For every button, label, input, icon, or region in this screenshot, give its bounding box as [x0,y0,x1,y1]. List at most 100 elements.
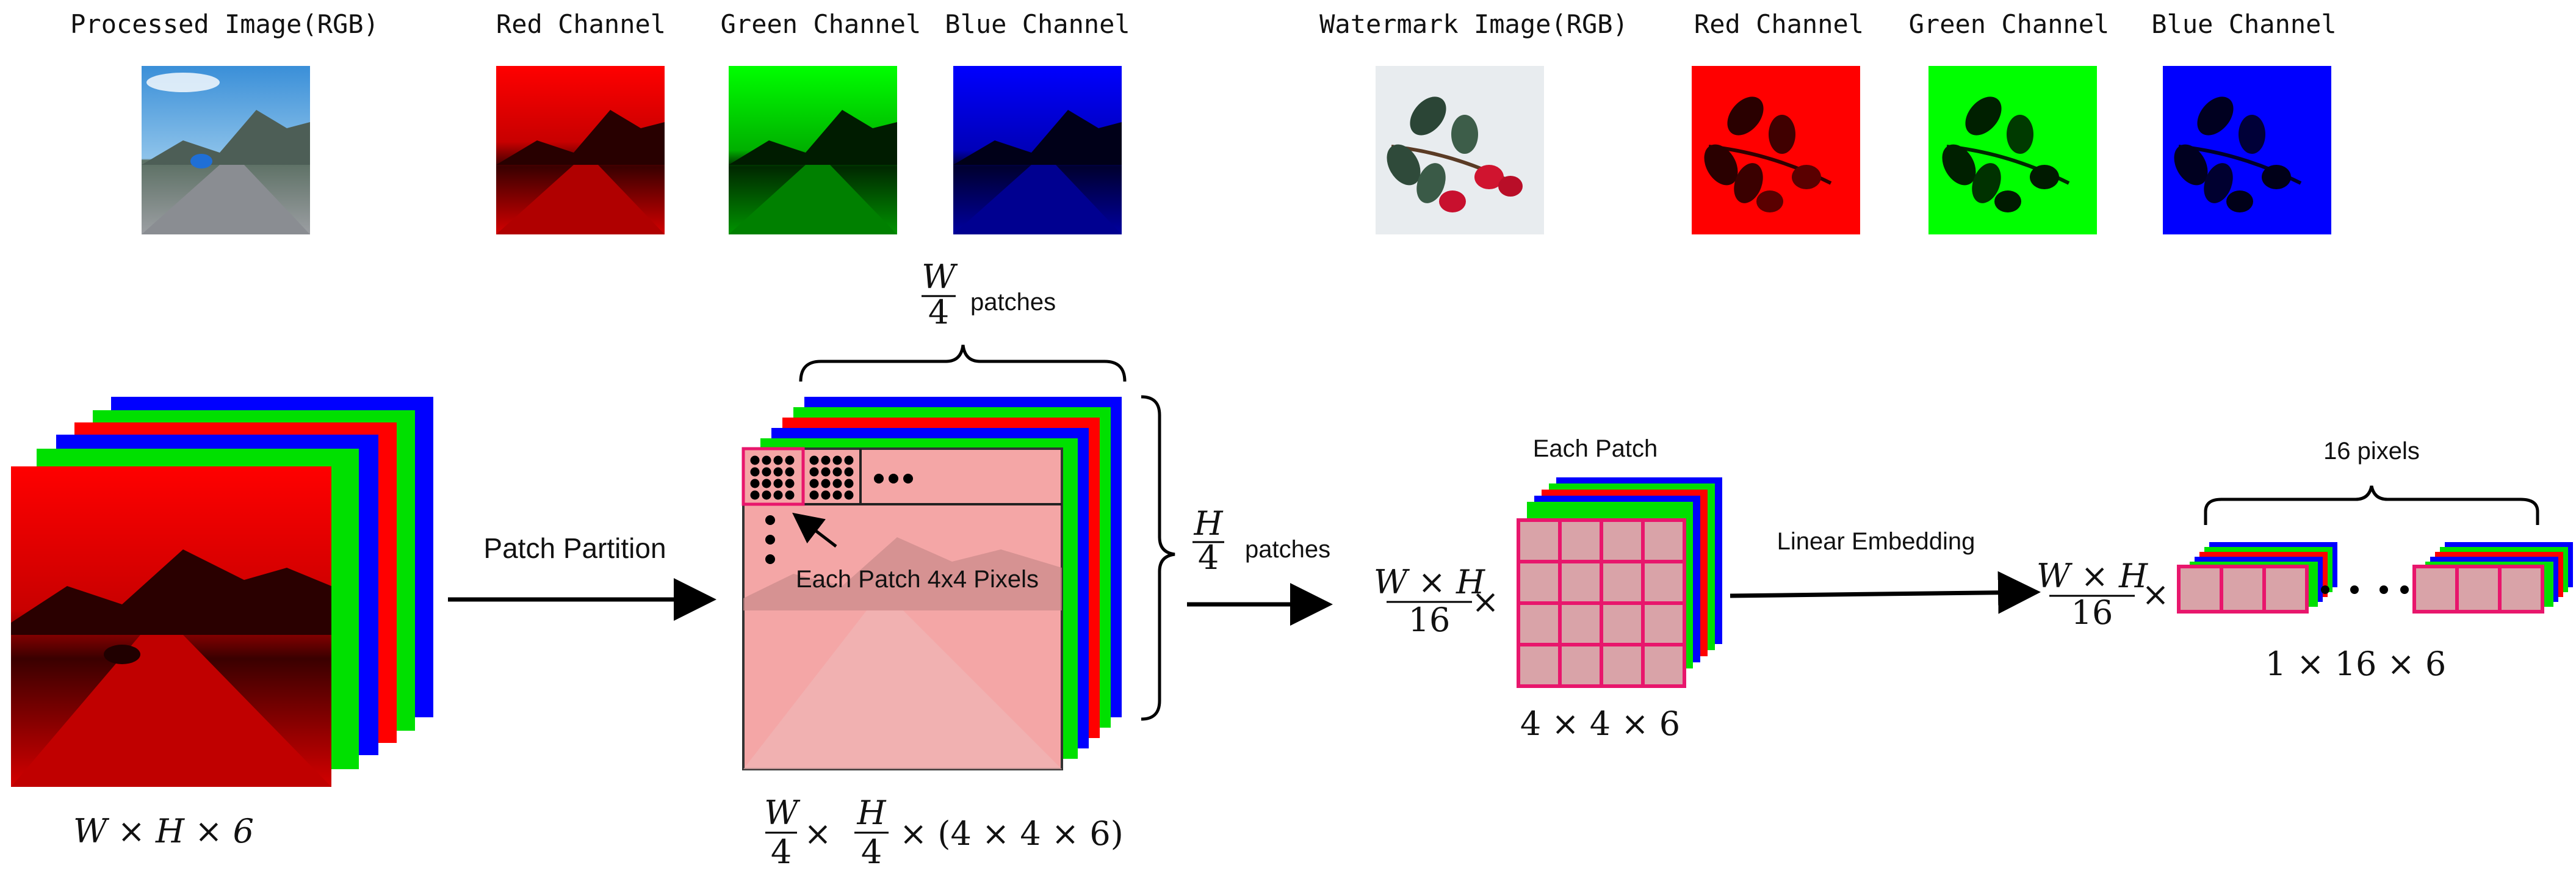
embedding-right-segment [2412,542,2573,614]
top-frac-den: 4 [928,293,949,331]
pixel-dot [773,455,783,465]
pixel-dot [809,490,819,500]
patch-partition-dims: W 4 × H 4 × (4 × 4 × 6) [764,794,1124,871]
side-patches-suffix: patches [1245,536,1330,563]
pixel-dot [821,490,831,500]
watermark-blue-channel-title: Blue Channel [2151,9,2336,39]
pp-front-faded-image [741,447,1063,770]
pixel-dot [809,455,819,465]
pixel-dot [750,455,760,465]
pixel-dot [762,455,771,465]
pixel-dot [832,479,842,488]
dims-tail: × (4 × 4 × 6) [900,814,1124,853]
each-patch-title: Each Patch [1533,435,1658,462]
pixel-dot [844,455,854,465]
processed-image-title: Processed Image(RGB) [70,9,379,39]
pixel-dot [821,467,831,477]
patch-partition-stack: Each Patch 4x4 Pixels [741,397,1122,770]
linear-embedding-label: Linear Embedding [1777,528,1975,555]
pixel-dot [773,490,783,500]
dims-times-1: × [804,814,831,853]
patch-pixel-dots-2 [809,455,854,500]
patch-pixel-cell [1641,643,1686,688]
each-patch-multiplier: W × H 16 × [1374,563,1499,639]
pixel-dot [762,490,771,500]
pixel-dot [809,479,819,488]
top-brace [799,344,1127,382]
horizontal-ellipsis-dots [874,474,913,483]
top-frac-num: W [922,258,958,296]
processed-blue-channel-thumbnail [953,66,1122,234]
pixel-dot [785,467,795,477]
processed-blue-channel-title: Blue Channel [945,9,1130,39]
patch-pixel-dots-1 [750,455,795,500]
dims-den-1: 4 [771,833,792,871]
watermark-green-channel-title: Green Channel [1909,9,2110,39]
watermark-image-thumbnail [1376,66,1544,234]
pixel-dot [785,479,795,488]
side-brace [1141,395,1175,721]
embedding-ellipsis-dots [2321,585,2409,594]
input-channel-stack: W × H × 6 [11,397,433,850]
patch-partition-label: Patch Partition [483,532,666,564]
patch-size-annotation: Each Patch 4x4 Pixels [796,566,1039,593]
dims-den-2: 4 [861,833,882,871]
each-patch-mult-x: × [1471,582,1499,621]
side-patches-label: H 4 patches [1192,504,1330,577]
dims-num-1: W [764,794,801,832]
pixel-dot [762,479,771,488]
watermark-image-title: Watermark Image(RGB) [1319,9,1628,39]
embedding-mult-den: 16 [2071,593,2113,632]
watermark-red-channel-thumbnail [1692,66,1860,234]
top-row: Processed Image(RGB) Red Channel Green C… [70,9,2337,234]
each-patch-block: Each Patch W × H 16 × 4 × 4 × 6 [1374,435,1722,743]
pixel-dot [750,479,760,488]
pixel-dot [809,467,819,477]
pixel-dot [773,467,783,477]
processed-image-thumbnail [142,66,310,234]
linear-embedding-block: 16 pixels W × H 16 × [2037,438,2573,683]
processed-red-channel-thumbnail [496,66,665,234]
embedding-mult-x: × [2141,575,2169,614]
embedding-mult-num: W × H [2037,557,2148,595]
processed-green-channel-thumbnail [729,66,897,234]
pixel-dot [785,455,795,465]
pixel-dot [785,490,795,500]
embedding-left-segment [2177,542,2337,614]
embedding-dims: 1 × 16 × 6 [2265,645,2447,683]
linear-embedding-arrow [1730,571,2041,614]
pixel-dot [773,479,783,488]
each-patch-mult-num: W × H [1374,563,1485,601]
pixel-dot [750,490,760,500]
watermark-red-channel-title: Red Channel [1694,9,1864,39]
processed-green-channel-title: Green Channel [721,9,922,39]
top-patches-suffix: patches [970,289,1056,316]
side-frac-den: 4 [1198,538,1219,577]
watermark-green-channel-thumbnail [1928,66,2097,234]
each-patch-dims: 4 × 4 × 6 [1520,704,1680,743]
pixel-dot [832,467,842,477]
embedding-multiplier: W × H 16 × [2037,557,2170,632]
input-stack-dims: W × H × 6 [73,812,254,850]
pixels-brace [2204,485,2539,525]
pixel-dot [844,490,854,500]
vertical-ellipsis-dots [765,515,775,564]
top-patches-label: W 4 patches [922,258,1056,331]
annotation-arrow [792,512,837,548]
side-frac-num: H [1193,504,1223,543]
processed-red-channel-title: Red Channel [496,9,666,39]
sixteen-pixels-label: 16 pixels [2323,438,2420,465]
pixel-dot [750,467,760,477]
pixel-dot [762,467,771,477]
pixel-dot [832,455,842,465]
pixel-dot [844,479,854,488]
watermark-blue-channel-thumbnail [2163,66,2331,234]
pixel-dot [832,490,842,500]
each-patch-mult-den: 16 [1409,601,1451,639]
each-patch-front-grid [1517,518,1686,688]
pixel-dot [844,467,854,477]
dims-num-2: H [856,794,886,832]
highlighted-patch [741,447,805,506]
pixel-dot [821,455,831,465]
